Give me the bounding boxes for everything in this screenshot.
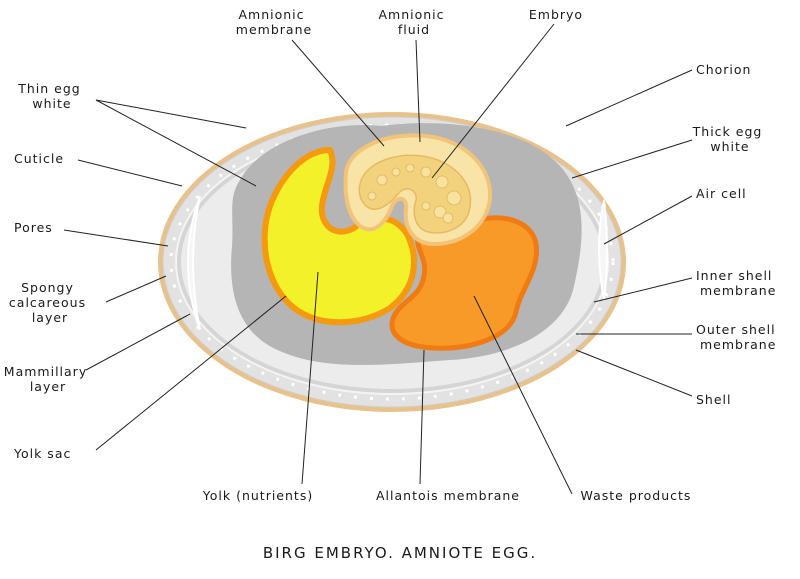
- label-shell: Shell: [696, 392, 732, 407]
- label-thick-egg-white: Thick egg white: [692, 124, 768, 154]
- label-embryo: Embryo: [529, 7, 583, 22]
- yolk-sac: [261, 147, 417, 326]
- label-waste-products: Waste products: [581, 488, 692, 503]
- leader-lines: [63, 23, 693, 495]
- labels: Amnionic membrane Amnionic fluid Embryo …: [4, 7, 781, 562]
- label-chorion: Chorion: [696, 62, 751, 77]
- label-air-cell: Air cell: [696, 186, 747, 201]
- label-allantois-membrane: Allantois membrane: [376, 488, 520, 503]
- label-amnionic-fluid: Amnionic fluid: [378, 7, 449, 37]
- embryo-detail: [367, 163, 462, 224]
- label-inner-shell-membrane: Inner shell membrane: [696, 268, 777, 298]
- label-thin-egg-white: Thin egg white: [17, 81, 85, 111]
- diagram-title: BIRG EMBRYO. AMNIOTE EGG.: [263, 544, 537, 562]
- label-amnionic-membrane: Amnionic membrane: [236, 7, 312, 37]
- pores-ring: [169, 123, 615, 401]
- label-outer-shell-membrane: Outer shell membrane: [696, 322, 781, 352]
- allantois: [389, 215, 539, 351]
- label-spongy-calcareous-layer: Spongy calcareous layer: [9, 280, 91, 325]
- label-yolk: Yolk (nutrients): [202, 488, 313, 503]
- air-cell: [187, 195, 201, 331]
- label-yolk-sac: Yolk sac: [13, 446, 71, 461]
- label-cuticle: Cuticle: [14, 151, 64, 166]
- label-pores: Pores: [14, 220, 53, 235]
- label-mammillary-layer: Mammillary layer: [4, 364, 92, 394]
